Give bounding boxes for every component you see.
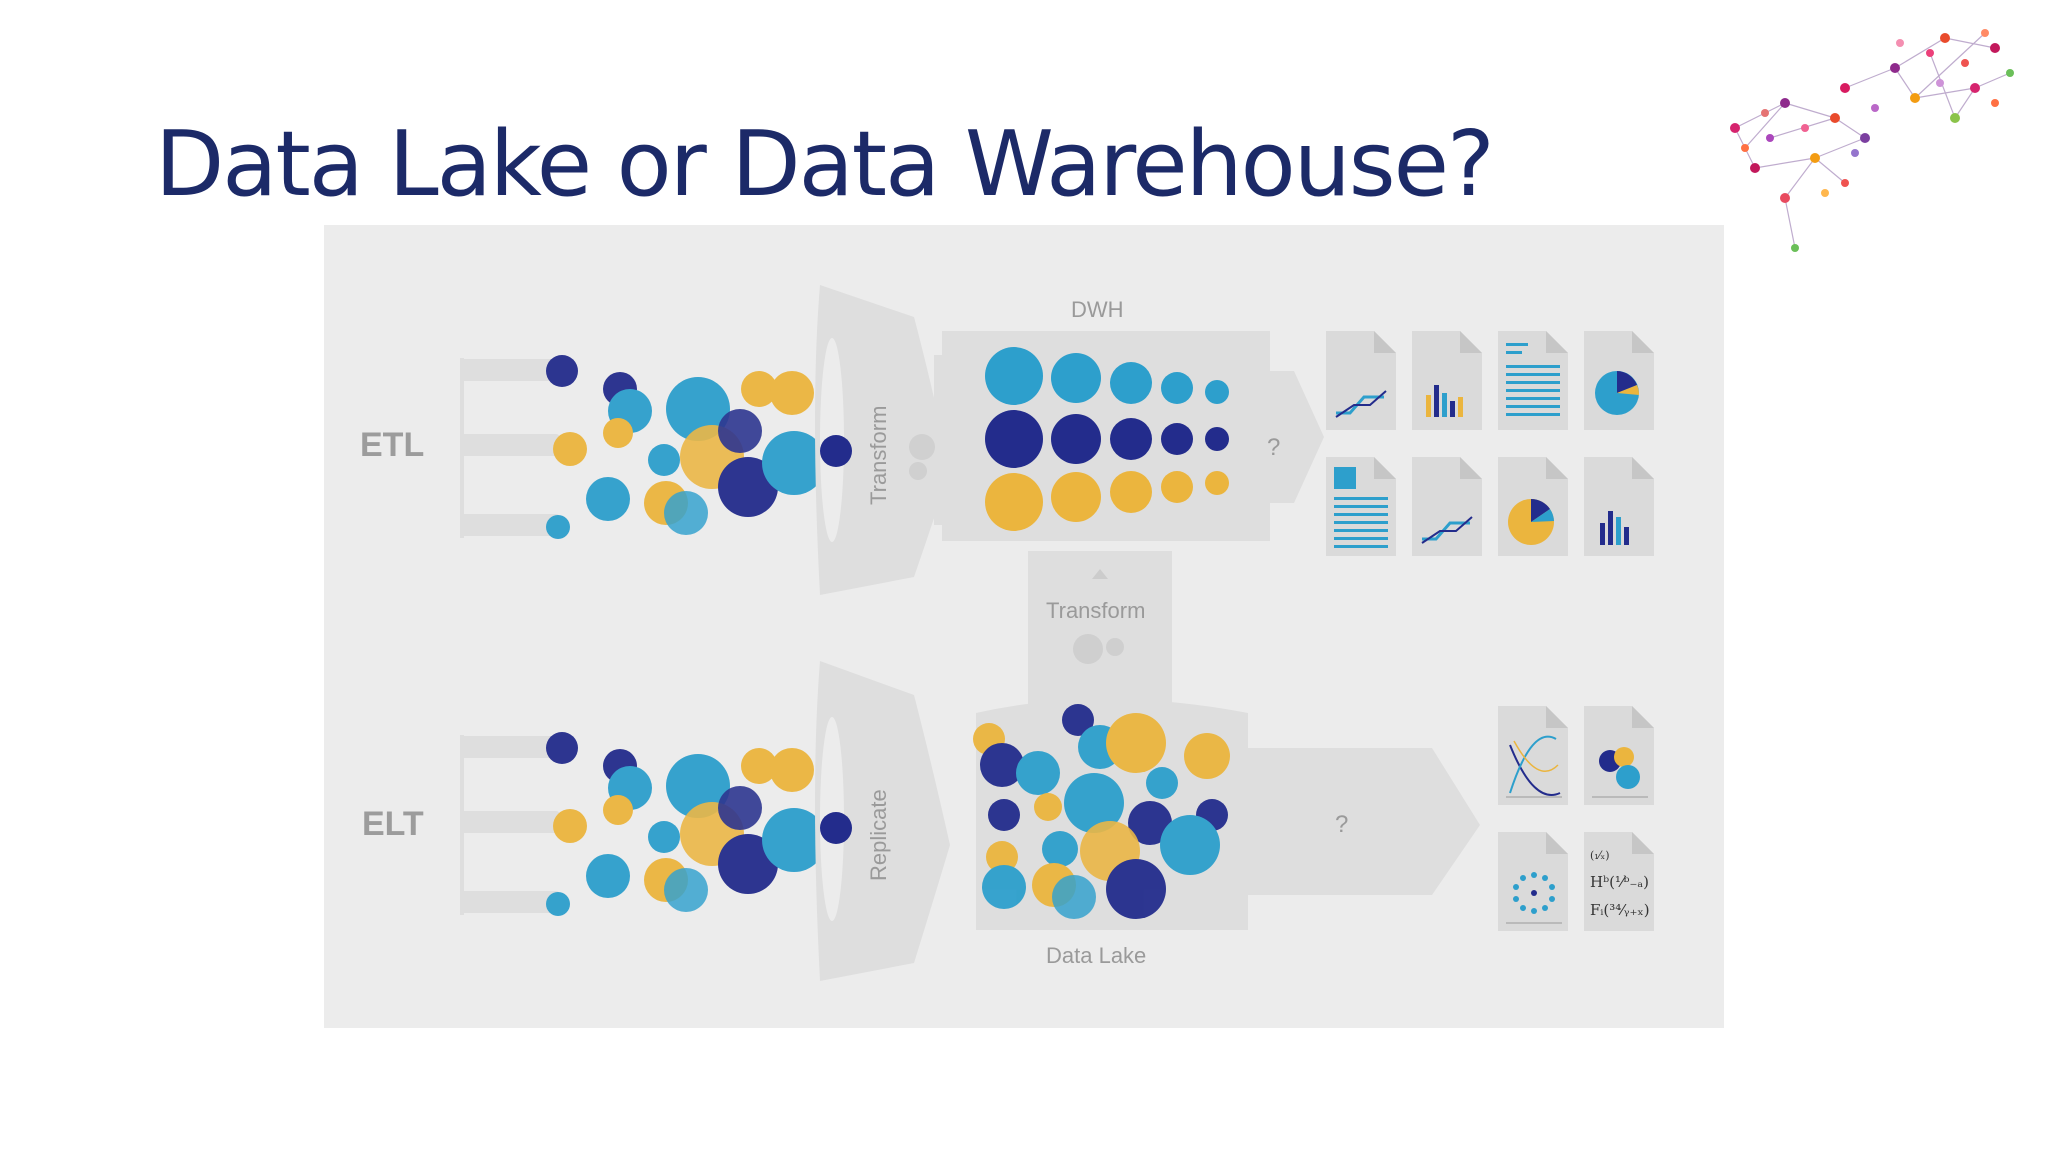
bar-chart-doc-icon <box>1412 331 1482 430</box>
formula-line-1: (₁⁄ₓ) <box>1590 849 1610 862</box>
scatter-curve-doc-icon <box>1498 706 1568 805</box>
data-lake-label: Data Lake <box>1046 943 1146 968</box>
elt-data-bubbles <box>546 732 826 916</box>
dwh-output-nozzle <box>1270 371 1324 503</box>
replicate-funnel-label: Replicate <box>866 789 891 881</box>
pie-chart-doc-icon-2 <box>1498 457 1568 556</box>
dwh-data-grid <box>985 347 1229 531</box>
formula-doc-icon: (₁⁄ₓ) Hᵇ(¹⁄ᵇ₋ₐ) Fᵢ(³⁴⁄ᵧ₊ₓ) <box>1584 832 1654 931</box>
lake-output-label: ? <box>1335 811 1348 838</box>
elt-source-pipes <box>460 735 560 915</box>
etl-source-pipes <box>460 358 560 538</box>
etl-label: ETL <box>360 426 424 464</box>
radial-network-doc-icon <box>1498 832 1568 931</box>
formula-line-3: Fᵢ(³⁴⁄ᵧ₊ₓ) <box>1590 901 1650 919</box>
line-chart-doc-icon <box>1326 331 1396 430</box>
etl-data-bubbles <box>546 355 826 539</box>
lake-output-nozzle <box>1248 748 1480 895</box>
gear-icon-2 <box>1073 634 1124 664</box>
text-document-icon-2 <box>1326 457 1396 556</box>
slide-title: Data Lake or Data Warehouse? <box>155 112 1495 217</box>
elt-label: ELT <box>362 805 424 843</box>
pie-chart-doc-icon <box>1584 331 1654 430</box>
etl-elt-diagram: ETL Transform DWH <box>324 225 1724 1028</box>
data-lake-bubbles <box>973 704 1230 919</box>
formula-line-2: Hᵇ(¹⁄ᵇ₋ₐ) <box>1590 873 1649 891</box>
brain-network-logo <box>1730 29 2014 252</box>
transform-connector-label: Transform <box>1046 598 1145 623</box>
venn-doc-icon <box>1584 706 1654 805</box>
dwh-label: DWH <box>1071 297 1124 322</box>
line-chart-doc-icon-2 <box>1412 457 1482 556</box>
dwh-output-label: ? <box>1267 434 1280 461</box>
replicate-funnel <box>815 661 950 981</box>
text-document-icon <box>1498 331 1568 430</box>
transform-funnel-label: Transform <box>866 406 891 505</box>
bar-chart-doc-icon-2 <box>1584 457 1654 556</box>
gear-icon <box>909 434 935 480</box>
